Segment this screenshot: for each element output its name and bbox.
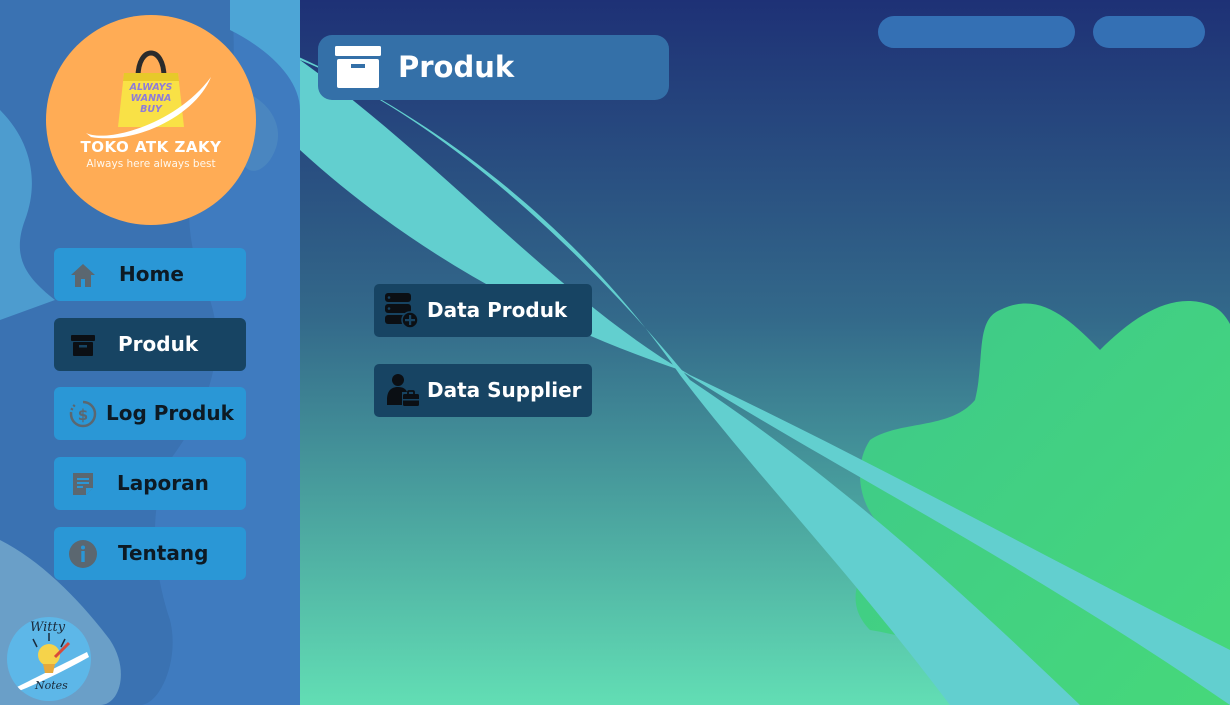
archive-box-icon xyxy=(335,46,381,88)
bag-text-3: BUY xyxy=(140,104,162,115)
bag-text-1: ALWAYS xyxy=(129,82,173,93)
sidebar-item-tentang[interactable]: Tentang xyxy=(54,527,246,580)
top-bar-pill-2 xyxy=(1093,16,1205,48)
sidebar-item-home[interactable]: Home xyxy=(54,248,246,301)
sidebar-item-label: Log Produk xyxy=(106,401,234,425)
dollar-history-icon: $ xyxy=(69,400,97,428)
store-name: TOKO ATK ZAKY xyxy=(80,138,222,156)
sidebar-item-label: Home xyxy=(119,262,184,286)
note-icon xyxy=(73,473,93,495)
database-add-icon xyxy=(385,293,419,328)
store-logo: ALWAYS WANNA BUY TOKO ATK ZAKY Always he… xyxy=(46,15,256,225)
top-bar-pill-1 xyxy=(878,16,1075,48)
page-header: Produk xyxy=(318,35,669,100)
sidebar-item-label: Tentang xyxy=(118,541,209,565)
info-icon xyxy=(69,540,97,568)
sidebar-item-label: Produk xyxy=(118,332,199,356)
page-title: Produk xyxy=(398,50,515,84)
shopping-bag-icon xyxy=(86,50,211,139)
bag-text-2: WANNA xyxy=(130,93,172,104)
sidebar-item-label: Laporan xyxy=(117,471,209,495)
data-supplier-button[interactable]: Data Supplier xyxy=(374,364,592,417)
witty-text-line1: Witty xyxy=(30,620,66,635)
witty-notes-logo: Witty Notes xyxy=(7,617,91,701)
home-icon xyxy=(71,264,95,287)
sidebar-item-produk[interactable]: Produk xyxy=(54,318,246,371)
user-briefcase-icon xyxy=(387,374,419,406)
data-supplier-label: Data Supplier xyxy=(427,378,582,402)
data-produk-button[interactable]: Data Produk xyxy=(374,284,592,337)
archive-box-icon xyxy=(71,335,95,356)
store-tagline: Always here always best xyxy=(86,158,216,170)
sidebar: ALWAYS WANNA BUY TOKO ATK ZAKY Always he… xyxy=(0,0,300,705)
data-produk-label: Data Produk xyxy=(427,298,568,322)
witty-text-line2: Notes xyxy=(35,679,68,692)
svg-text:$: $ xyxy=(78,406,88,424)
lightbulb-hand-icon xyxy=(17,633,89,691)
sidebar-item-log-produk[interactable]: $ Log Produk xyxy=(54,387,246,440)
sidebar-item-laporan[interactable]: Laporan xyxy=(54,457,246,510)
